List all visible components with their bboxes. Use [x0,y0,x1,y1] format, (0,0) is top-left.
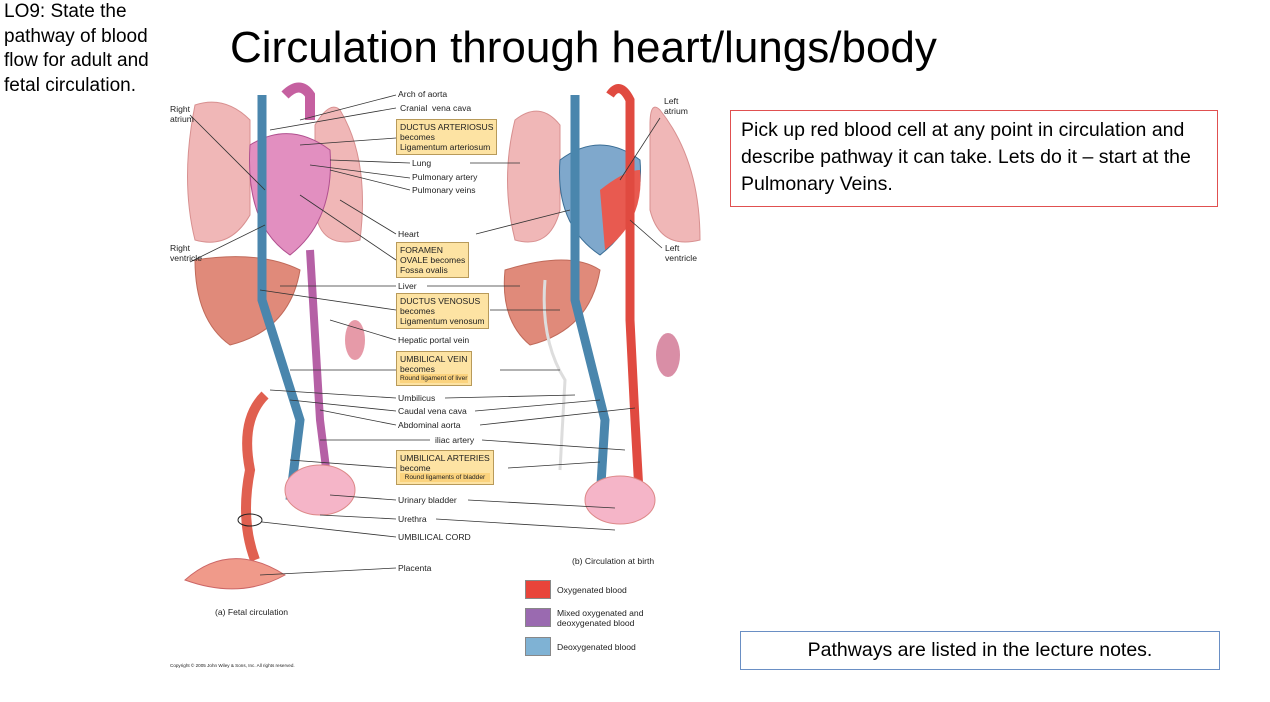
box-line: Ligamentum arteriosum [400,142,491,152]
caption-fetal: (a) Fetal circulation [215,607,289,617]
box-line: UMBILICAL ARTERIES [400,453,490,463]
slide-title: Circulation through heart/lungs/body [230,23,937,72]
label-liver: Liver [398,281,417,291]
label-heart: Heart [398,229,420,239]
label-abdominal-aorta: Abdominal aorta [398,420,461,430]
label-hepatic-portal-vein: Hepatic portal vein [398,335,470,345]
label-lung: Lung [412,158,432,168]
box-line: becomes [400,364,435,374]
label-left-ventricle: Left ventricle [665,243,697,263]
label-left-atrium: Left atrium [664,96,688,116]
caption-birth: (b) Circulation at birth [572,556,655,566]
label-umbilical-cord: UMBILICAL CORD [398,532,471,542]
box-line: become [400,463,431,473]
box-line: OVALE becomes [400,255,466,265]
legend-label: Deoxygenated blood [557,642,636,652]
legend-swatch-oxygenated [525,580,551,599]
box-line: Fossa ovalis [400,265,448,275]
label-pulmonary-artery: Pulmonary artery [412,172,478,182]
task-box: Pick up red blood cell at any point in c… [730,110,1218,207]
legend-label: Oxygenated blood [557,585,627,595]
birth-circulation-illustration [503,84,701,525]
fetal-circulation-illustration [184,82,365,590]
legend-swatch-deoxygenated [525,637,551,656]
label-cranial-vena-cava: Cranial vena cava [400,103,472,113]
legend-swatch-mixed [525,608,551,627]
box-line: Round ligament of liver [400,374,468,383]
box-line: becomes [400,306,435,316]
label-right-ventricle: Right ventricle [170,243,202,263]
copyright: Copyright © 2005 John Wiley & Sons, Inc.… [170,663,295,668]
label-urinary-bladder: Urinary bladder [398,495,457,505]
label-right-atrium: Right atrium [170,104,194,124]
leader-lines [189,94,663,576]
note-box: Pathways are listed in the lecture notes… [740,631,1220,670]
box-line: DUCTUS VENOSUS [400,296,481,306]
label-pulmonary-veins: Pulmonary veins [412,185,476,195]
legend-label: Mixed oxygenated and deoxygenated blood [557,608,644,628]
learning-objective: LO9: State the pathway of blood flow for… [4,1,149,96]
label-urethra: Urethra [398,514,427,524]
box-line: FORAMEN [400,245,443,255]
label-caudal-vena-cava: Caudal vena cava [398,406,467,416]
label-placenta: Placenta [398,563,432,573]
box-line: Round ligaments of bladder [400,473,490,482]
label-umbilicus: Umbilicus [398,393,436,403]
box-line: Ligamentum venosum [400,316,485,326]
box-line: becomes [400,132,435,142]
label-iliac-artery: iliac artery [435,435,475,445]
label-arch-of-aorta: Arch of aorta [398,89,448,99]
box-line: UMBILICAL VEIN [400,354,468,364]
box-line: DUCTUS ARTERIOSUS [400,122,494,132]
